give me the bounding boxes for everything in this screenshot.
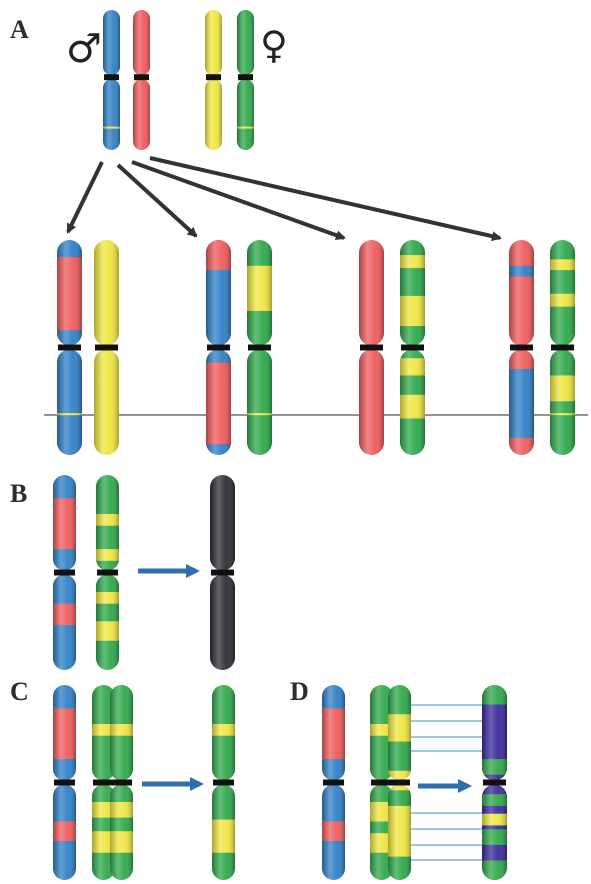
arrow-to-offspring-3	[131, 160, 346, 241]
offspring-2-green	[247, 240, 272, 455]
offspring-2-recombinant	[206, 240, 231, 455]
offspring-1-yellow	[94, 240, 119, 455]
panel-c-green-1	[92, 685, 115, 880]
panel-c-green-2	[110, 685, 133, 880]
offspring-4-red	[509, 240, 534, 455]
panel-d-blue-chromosome	[322, 685, 345, 880]
panel-d-result-purple	[482, 685, 507, 880]
panel-c-result-green	[212, 685, 235, 880]
male-chromosome-blue	[103, 10, 120, 150]
female-chromosome-green	[237, 10, 254, 150]
offspring-1-recombinant	[57, 240, 82, 455]
panel-label-d: D	[290, 677, 309, 706]
panel-label-c: C	[10, 677, 29, 706]
arrow-to-offspring-1	[66, 161, 104, 234]
panel-label-a: A	[10, 15, 29, 44]
offspring-4-green	[550, 240, 575, 455]
female-symbol: ♀	[260, 23, 288, 67]
arrow-to-offspring-2	[116, 163, 198, 238]
chromosomes-layer	[53, 10, 575, 880]
offspring-3-red	[359, 240, 384, 455]
panel-d-green-2	[388, 685, 411, 880]
arrow-to-offspring-4	[149, 156, 502, 242]
panel-b-blue-chromosome	[53, 475, 76, 670]
offspring-3-green	[400, 240, 425, 455]
male-chromosome-red	[133, 10, 150, 150]
panel-d-green-1	[370, 685, 393, 880]
ld-link-lines	[408, 704, 484, 861]
panel-label-b: B	[10, 479, 27, 508]
inheritance-arrows	[66, 156, 502, 242]
panel-b-green-chromosome	[96, 475, 119, 670]
male-symbol: ♂	[66, 26, 102, 72]
panel-c-blue-chromosome	[53, 685, 76, 880]
panel-b-result-black	[210, 475, 235, 670]
female-chromosome-yellow	[205, 10, 222, 150]
